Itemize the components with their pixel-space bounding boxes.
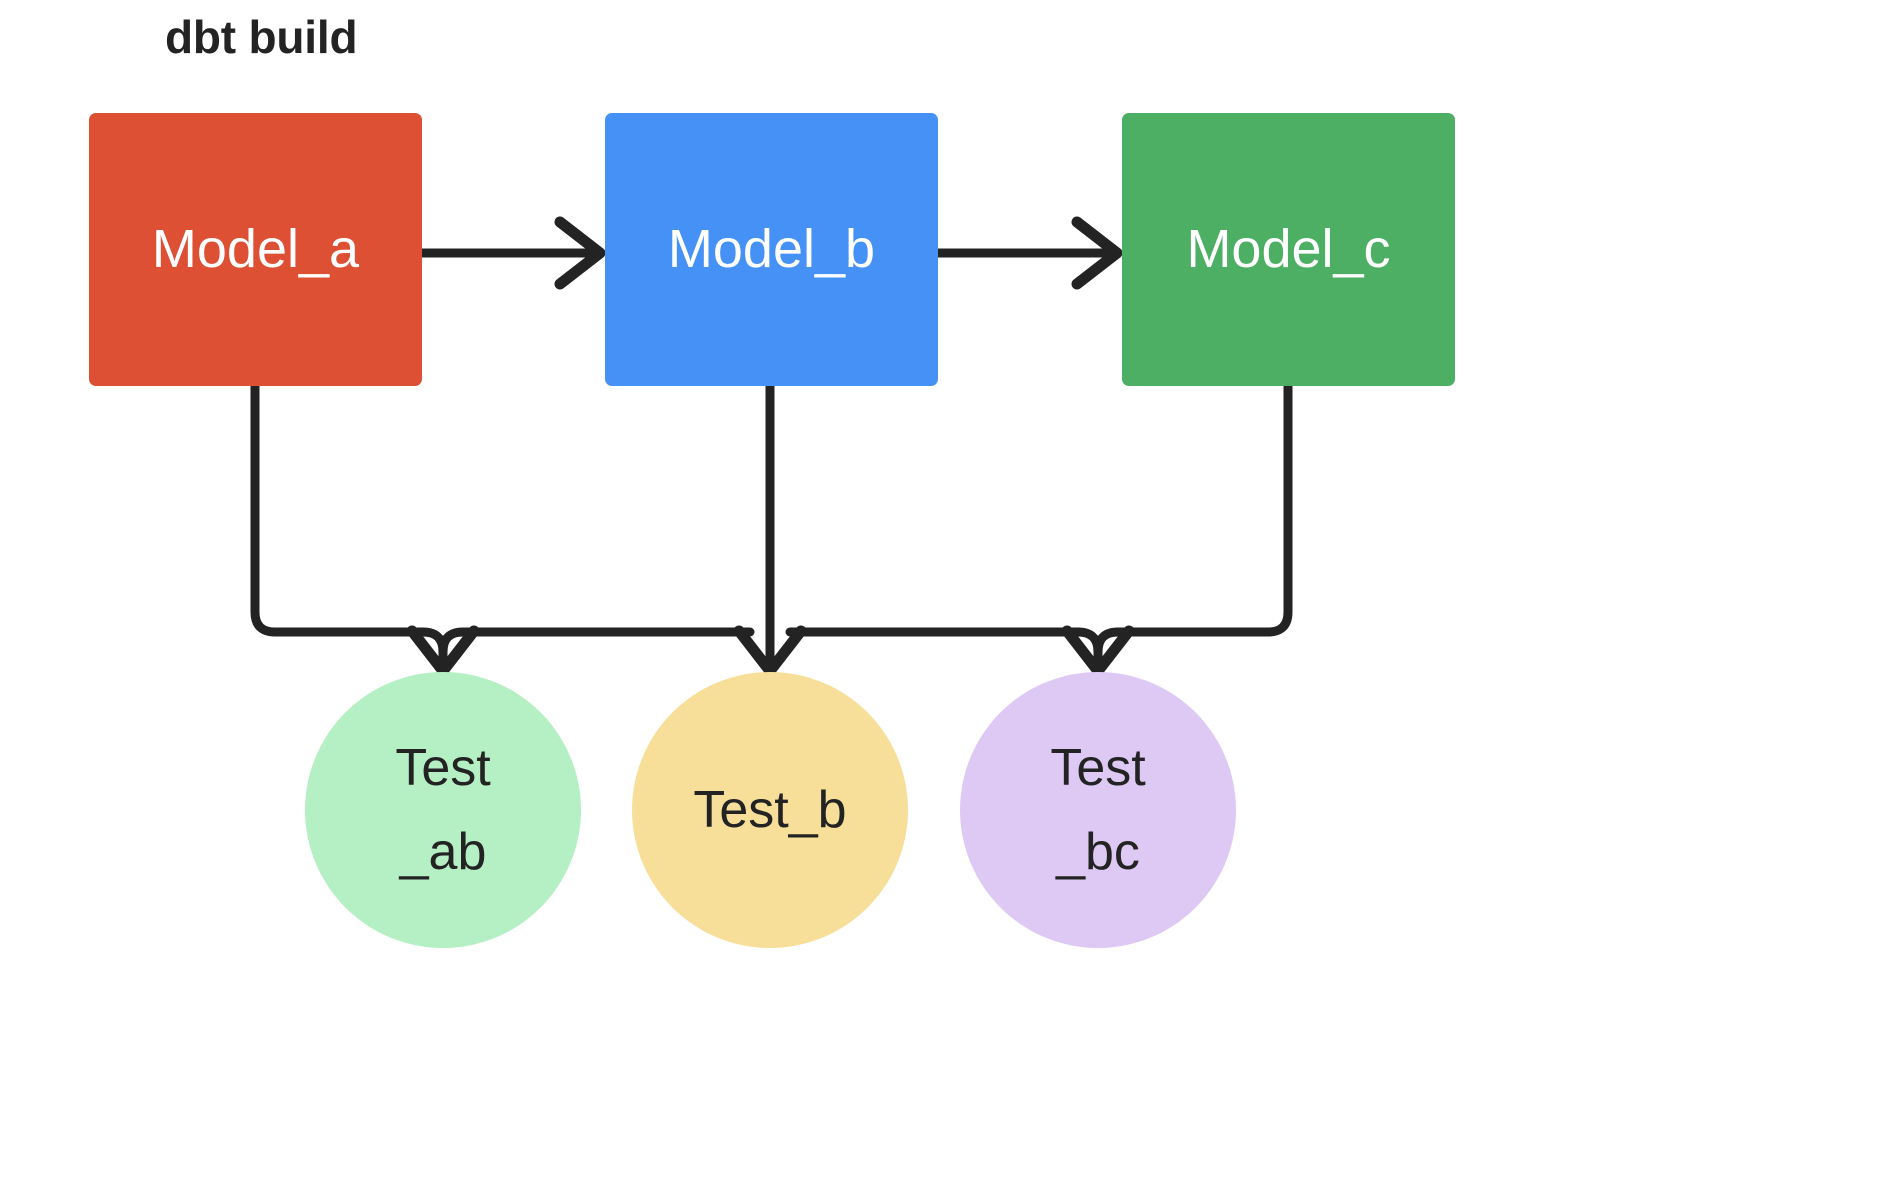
arrowhead-icon [1071, 216, 1123, 290]
node-test-bc[interactable]: Test _bc [960, 672, 1236, 948]
node-model-c-label: Model_c [1186, 218, 1391, 279]
node-model-b-label: Model_b [667, 218, 876, 279]
edge-elbow-right [438, 627, 468, 657]
arrowhead-icon [733, 625, 807, 677]
node-test-ab[interactable]: Test _ab [305, 672, 581, 948]
node-test-bc-label: Test _bc [1050, 738, 1146, 881]
node-model-c[interactable]: Model_c [1122, 113, 1455, 386]
edge-bus-to-test-ab [406, 625, 480, 677]
arrowhead-icon [1061, 625, 1135, 677]
node-model-b[interactable]: Model_b [605, 113, 938, 386]
edge-elbow-left [1073, 627, 1103, 657]
edge-bus-to-test-bc [1061, 625, 1135, 677]
edge-model-a-to-test-ab [250, 381, 425, 637]
node-test-b[interactable]: Test_b [632, 672, 908, 948]
edge-line [250, 381, 425, 637]
edge-elbow-right [1093, 627, 1123, 657]
node-model-a[interactable]: Model_a [89, 113, 422, 386]
arrowhead-icon [554, 216, 606, 290]
node-model-a-label: Model_a [151, 218, 360, 279]
node-test-b-label: Test_b [693, 780, 847, 839]
edge-model-b-to-test-b [733, 381, 807, 677]
arrowhead-icon [406, 625, 480, 677]
edge-model-b-to-model-c [933, 216, 1123, 290]
edge-drop-stems [438, 647, 1103, 673]
edge-line [1117, 381, 1293, 637]
edge-model-c-to-test-bc [1117, 381, 1293, 637]
edge-elbow-left [418, 627, 448, 657]
node-test-ab-label: Test _ab [395, 738, 491, 881]
edge-model-a-to-model-b [417, 216, 606, 290]
page-title: dbt build [165, 11, 358, 63]
